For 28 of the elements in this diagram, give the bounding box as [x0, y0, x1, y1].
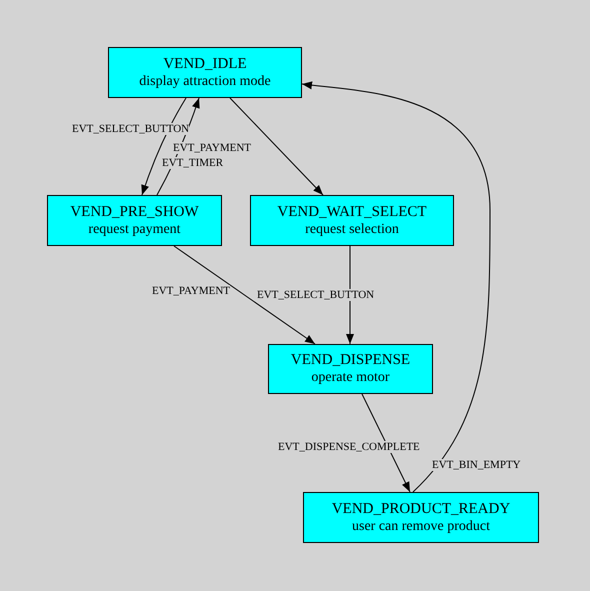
state-name: VEND_DISPENSE	[290, 351, 410, 369]
state-name: VEND_IDLE	[163, 54, 247, 72]
edge-label: EVT_TIMER	[162, 157, 224, 169]
state-description: operate motor	[311, 369, 390, 387]
state-box	[47, 195, 222, 246]
edge-label: EVT_SELECT_BUTTON	[72, 123, 190, 135]
state-box	[268, 344, 433, 394]
edge-label: EVT_SELECT_BUTTON	[257, 289, 374, 301]
arrow	[362, 394, 410, 492]
edge-label: EVT_PAYMENT	[152, 285, 230, 297]
state-box	[250, 195, 454, 246]
arrow	[174, 246, 316, 344]
state-name: VEND_PRE_SHOW	[70, 202, 199, 220]
state-name: VEND_PRODUCT_READY	[332, 500, 510, 518]
arrow	[302, 81, 490, 492]
state-box	[108, 47, 302, 98]
arrow	[230, 98, 324, 196]
state-description: request selection	[305, 220, 399, 238]
arrow	[141, 98, 186, 196]
edge-label: EVT_BIN_EMPTY	[432, 459, 521, 471]
state-description: display attraction mode	[139, 72, 271, 90]
edge-label: EVT_PAYMENT	[173, 142, 252, 154]
state-name: VEND_WAIT_SELECT	[277, 202, 427, 220]
edge-label: EVT_DISPENSE_COMPLETE	[278, 441, 420, 453]
state-description: request payment	[88, 220, 181, 238]
state-description: user can remove product	[352, 518, 490, 536]
arrow	[346, 246, 354, 344]
state-box	[303, 492, 539, 543]
